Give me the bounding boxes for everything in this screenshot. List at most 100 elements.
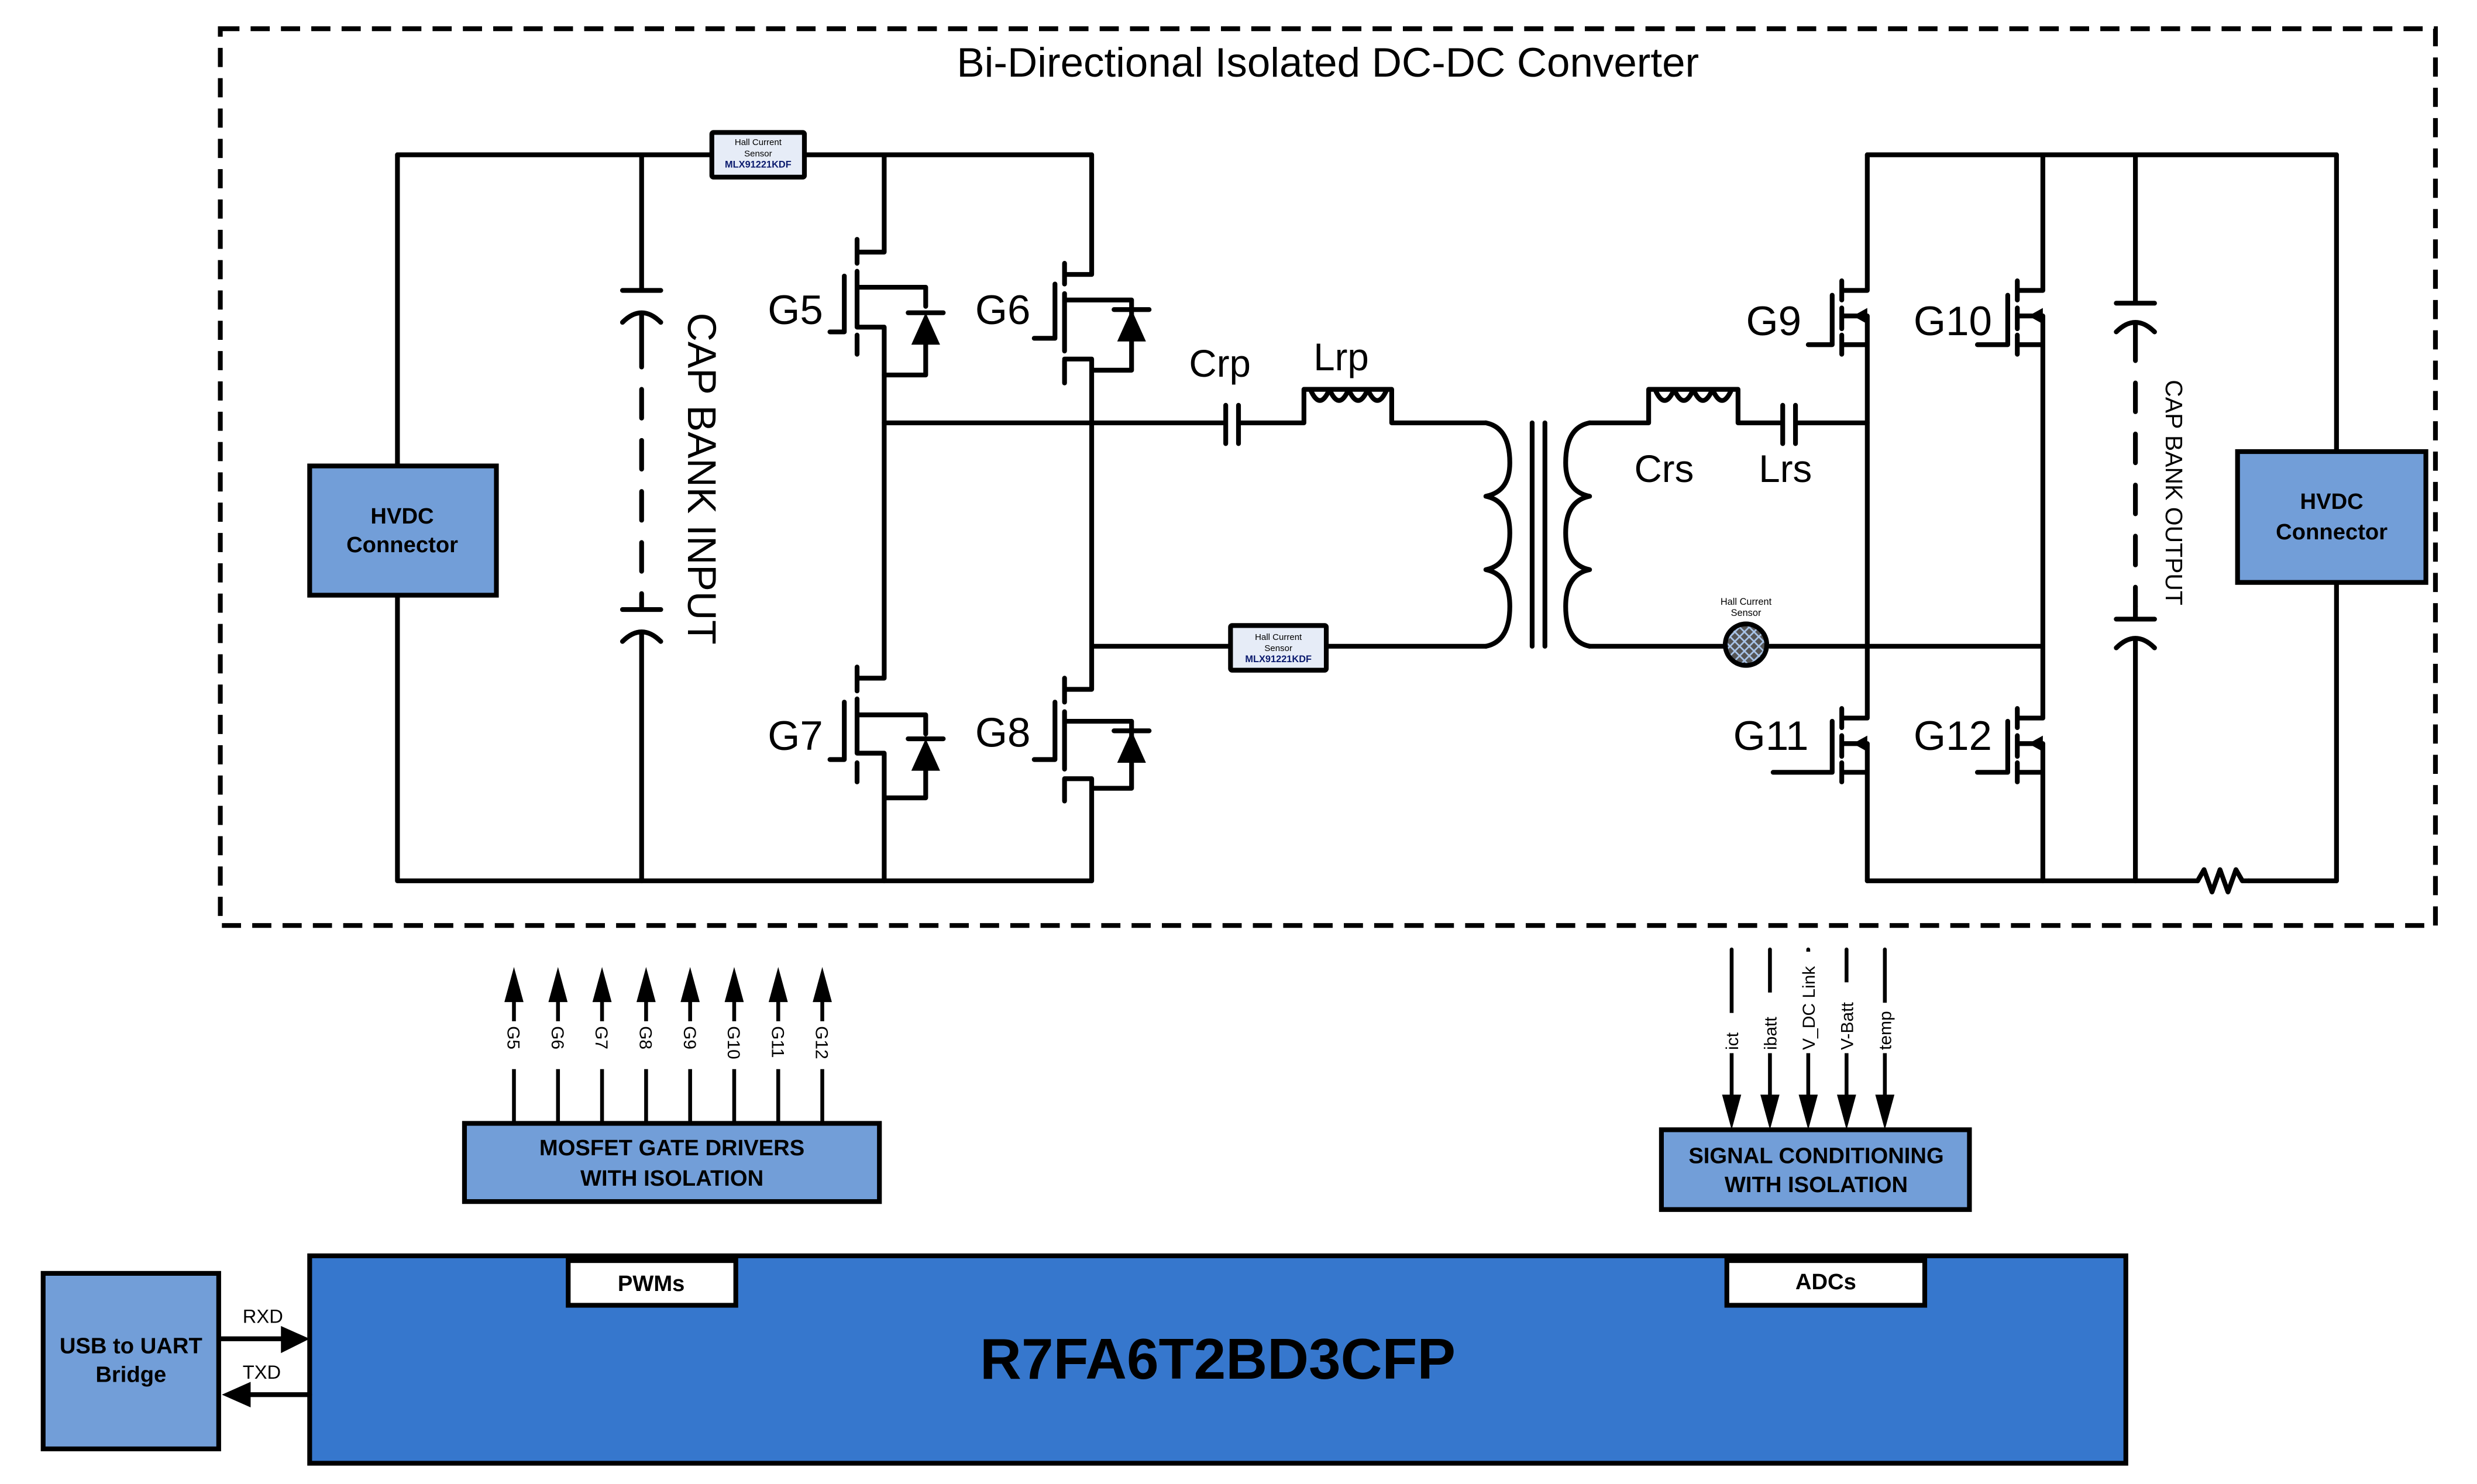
leg-1: G5 G7: [768, 152, 946, 883]
g7-label: G7: [768, 713, 823, 759]
sense-signal-label: ict: [1723, 1032, 1742, 1050]
usb-bridge-line2: Bridge: [95, 1362, 166, 1387]
diode-g5: [911, 312, 940, 345]
pwm-port[interactable]: [566, 1258, 738, 1308]
mcu-name: R7FA6T2BD3CFP: [980, 1327, 1456, 1391]
g12-label: G12: [1914, 713, 1992, 759]
adc-port[interactable]: [1724, 1258, 1928, 1308]
arrow-down-icon: [1836, 1094, 1856, 1130]
gate-signal-g12: G12: [812, 967, 832, 1125]
gate-drivers-line1: MOSFET GATE DRIVERS: [539, 1135, 804, 1161]
primary-side: HVDC Connector Hall Current Sensor MLX91…: [307, 130, 1488, 883]
arrow-up-icon: [504, 967, 524, 1003]
pwm-label: PWMs: [618, 1271, 685, 1296]
arrow-up-icon: [637, 967, 656, 1003]
sense-signal-arrows: ict ibatt V_DC Link V-Batt temp: [1722, 947, 1895, 1130]
sense-signal-label: V-Batt: [1838, 1002, 1857, 1050]
hall-mid-line2: Sensor: [1264, 643, 1292, 653]
diode-g7: [911, 739, 940, 771]
cap-bank-input: CAP BANK INPUT: [620, 152, 724, 883]
g6-label: G6: [975, 287, 1031, 333]
adc-label: ADCs: [1795, 1269, 1856, 1294]
cap-bank-input-label: CAP BANK INPUT: [679, 313, 724, 645]
hvdc-right-line1: HVDC: [2300, 489, 2364, 514]
hvdc-connector-right-box[interactable]: [2235, 449, 2428, 585]
secondary-side: Crs Lrs Hall Current Sensor G9 G11 G10 G…: [1587, 152, 2428, 895]
gate-signal-label: G5: [504, 1026, 523, 1049]
arrow-up-icon: [768, 967, 788, 1003]
hvdc-connector-right[interactable]: HVDC Connector: [2235, 449, 2428, 585]
gate-signal-label: G12: [812, 1026, 831, 1059]
arrow-down-icon: [1760, 1094, 1780, 1130]
converter-boundary: [218, 26, 2438, 928]
diode-g8: [1117, 731, 1146, 763]
arrow-down-icon: [1722, 1094, 1742, 1130]
crs-label: Crs: [1635, 447, 1694, 490]
hall-round-line2: Sensor: [1731, 608, 1762, 618]
hall-sensor-top: Hall Current Sensor MLX91221KDF: [709, 130, 807, 180]
sense-signal-v-batt: V-Batt: [1836, 947, 1857, 1130]
hall-top-part: MLX91221KDF: [725, 159, 792, 170]
uart-lines: RXD TXD: [218, 1305, 312, 1408]
g10-label: G10: [1914, 298, 1992, 345]
gate-signal-g8: G8: [635, 967, 656, 1125]
gate-signal-label: G7: [591, 1026, 611, 1049]
gate-signal-g5: G5: [504, 967, 524, 1125]
hvdc-left-line2: Connector: [346, 532, 458, 557]
sense-signal-v-dc-link: V_DC Link: [1798, 947, 1819, 1130]
g9-label: G9: [1746, 298, 1801, 345]
arrow-up-icon: [724, 967, 744, 1003]
gate-signal-g10: G10: [724, 967, 744, 1125]
arrow-up-icon: [548, 967, 568, 1003]
sense-signal-ibatt: ibatt: [1760, 947, 1780, 1130]
arrow-up-icon: [813, 967, 832, 1003]
signal-conditioning-line1: SIGNAL CONDITIONING: [1688, 1144, 1943, 1169]
diode-g6: [1117, 309, 1146, 342]
leg-2: G6 G8: [975, 152, 1152, 883]
hall-mid-line1: Hall Current: [1255, 632, 1302, 642]
gate-signal-label: G9: [680, 1026, 699, 1049]
gate-signal-g9: G9: [680, 967, 700, 1125]
gate-signal-g7: G7: [591, 967, 612, 1125]
g8-label: G8: [975, 710, 1031, 756]
mcu-block[interactable]: PWMs ADCs R7FA6T2BD3CFP: [307, 1253, 2128, 1466]
g5-label: G5: [768, 287, 823, 333]
usb-uart-bridge[interactable]: USB to UART Bridge: [40, 1270, 221, 1452]
sense-signal-label: temp: [1876, 1011, 1895, 1050]
gate-signal-label: G8: [635, 1026, 655, 1049]
hvdc-connector-left-box[interactable]: [307, 463, 499, 598]
signal-conditioning-block[interactable]: SIGNAL CONDITIONING WITH ISOLATION: [1659, 1127, 1972, 1212]
converter-title: Bi-Directional Isolated DC-DC Converter: [957, 40, 1699, 86]
hall-sensor-round: Hall Current Sensor: [1721, 597, 1772, 668]
hvdc-left-line1: HVDC: [370, 504, 434, 529]
hall-top-line2: Sensor: [744, 149, 772, 159]
hall-top-line1: Hall Current: [735, 137, 782, 147]
rxd-arrowhead: [281, 1325, 310, 1354]
signal-conditioning-line2: WITH ISOLATION: [1725, 1172, 1908, 1197]
arrow-up-icon: [680, 967, 700, 1003]
hvdc-right-line2: Connector: [2276, 519, 2387, 545]
arrow-down-icon: [1798, 1094, 1818, 1130]
arrow-down-icon: [1875, 1094, 1895, 1130]
crp-label: Crp: [1189, 342, 1251, 385]
cap-bank-output-label: CAP BANK OUTPUT: [2161, 380, 2187, 605]
g11-label: G11: [1733, 713, 1809, 759]
hvdc-connector-left[interactable]: HVDC Connector: [307, 463, 499, 598]
gate-drivers-block[interactable]: MOSFET GATE DRIVERS WITH ISOLATION: [462, 1121, 882, 1204]
gate-signal-label: G6: [548, 1026, 567, 1049]
gate-signal-g6: G6: [548, 967, 568, 1125]
arrow-up-icon: [592, 967, 612, 1003]
sense-signal-label: V_DC Link: [1800, 966, 1819, 1050]
gate-signal-label: G10: [724, 1026, 743, 1059]
hall-sensor-mid: Hall Current Sensor MLX91221KDF: [1228, 623, 1329, 673]
lrp-label: Lrp: [1313, 336, 1369, 378]
lrs-label: Lrs: [1759, 447, 1812, 490]
gate-drivers-line2: WITH ISOLATION: [580, 1166, 763, 1191]
rxd-label: RXD: [243, 1305, 283, 1327]
sense-signal-temp: temp: [1875, 947, 1895, 1130]
transformer: [1483, 420, 1592, 649]
cap-bank-output: CAP BANK OUTPUT: [2114, 152, 2187, 883]
txd-label: TXD: [243, 1361, 281, 1383]
sense-signal-ict: ict: [1722, 947, 1742, 1130]
